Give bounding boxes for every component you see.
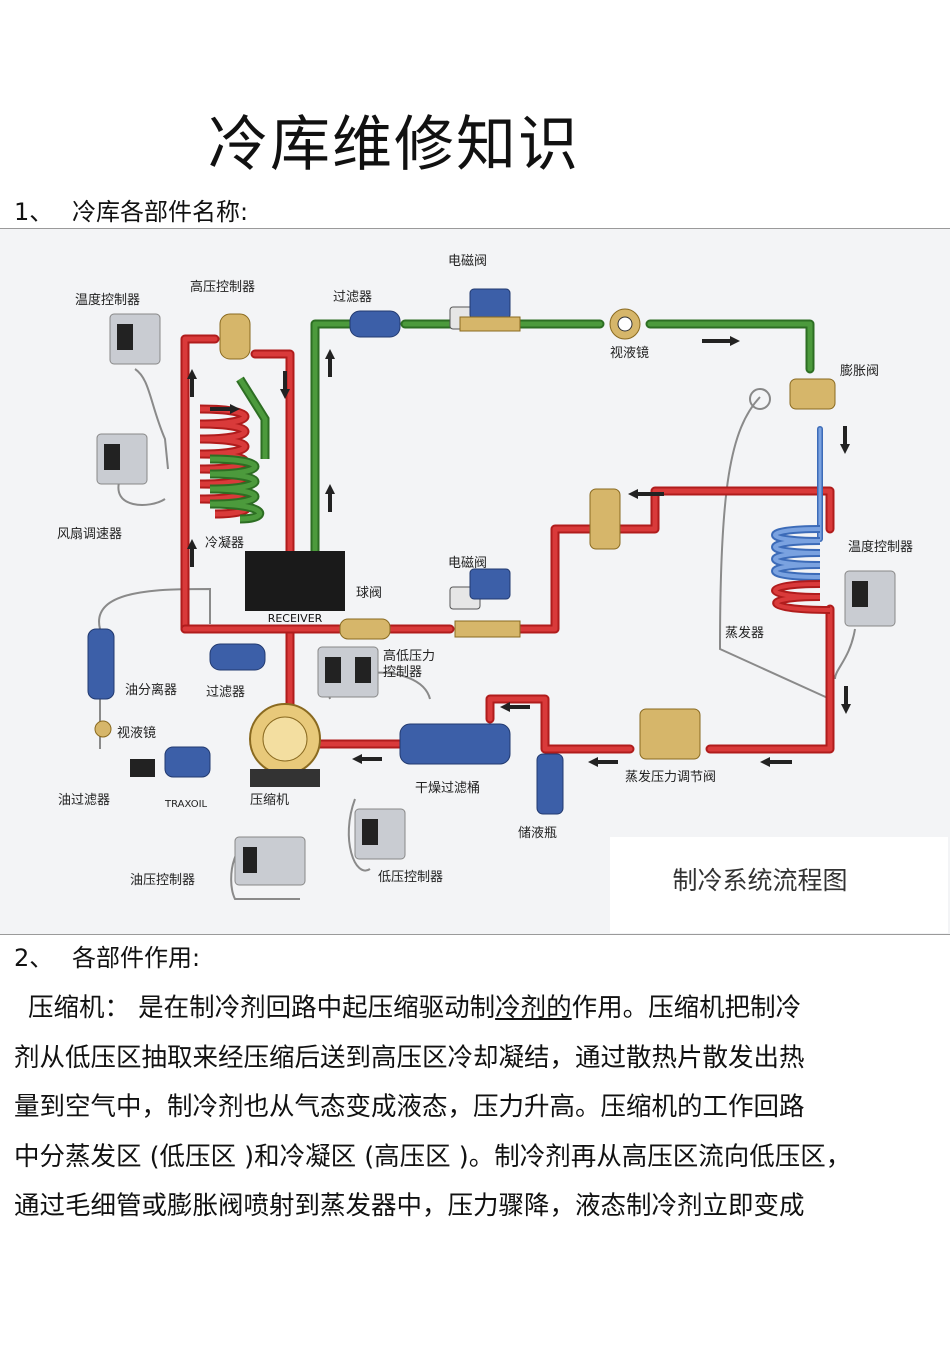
label-hlp-controller: 高低压力控制器: [383, 649, 436, 680]
label-expansion-valve: 膨胀阀: [840, 364, 879, 379]
section-2-number: 2、: [14, 944, 54, 972]
label-evap-pressure-valve: 蒸发压力调节阀: [625, 769, 716, 785]
body-line-4: 中分蒸发区 (低压区 )和冷凝区 (高压区 )。制冷剂再从高压区流向低压区，: [14, 1141, 852, 1172]
receiver-label: RECEIVER: [268, 612, 323, 625]
evaporator-coil: [771, 525, 831, 614]
condenser-coil: [199, 376, 270, 524]
body-paragraph: 压缩机： 是在制冷剂回路中起压缩驱动制冷剂的作用。压缩机把制冷 剂从低压区抽取来…: [14, 984, 934, 1232]
body-line-5: 通过毛细管或膨胀阀喷射到蒸发器中，压力骤降，液态制冷剂立即变成: [14, 1191, 805, 1221]
page-title: 冷库维修知识: [208, 110, 580, 180]
label-solenoid-top: 电磁阀: [448, 254, 487, 269]
label-oil-pressure-controller: 油压控制器: [130, 873, 195, 888]
refrigeration-diagram: RECEIVER: [0, 228, 950, 935]
label-lp-controller: 低压控制器: [378, 870, 443, 885]
label-filter-top: 过滤器: [333, 290, 372, 305]
label-ball-valve: 球阀: [356, 586, 382, 601]
label-condenser: 冷凝器: [205, 535, 244, 551]
section-2-heading: 2、各部件作用:: [14, 938, 200, 973]
body-line-2: 剂从低压区抽取来经压缩后送到高压区冷却凝结，通过散热片散发出热: [14, 1042, 805, 1073]
label-traxoil: TRAXOIL: [164, 799, 208, 810]
pipes: [180, 319, 835, 754]
label-sight-glass-top: 视液镜: [610, 346, 649, 361]
label-fan-speed-controller: 风扇调速器: [57, 526, 122, 542]
section-1-heading: 1、冷库各部件名称:: [14, 192, 248, 227]
section-2-title: 各部件作用:: [72, 944, 201, 972]
diagram-caption: 制冷系统流程图: [672, 866, 847, 895]
body-line-1-underlined: 冷剂的: [495, 993, 572, 1023]
label-evaporator: 蒸发器: [725, 625, 764, 641]
flow-arrows: [187, 336, 851, 767]
body-line-1a: 压缩机： 是在制冷剂回路中起压缩驱动制: [28, 993, 496, 1023]
label-hlp-controller-wrap: 高低压力控制器: [383, 649, 436, 680]
label-filter-mid: 过滤器: [206, 685, 245, 700]
body-line-1b: 作用。压缩机把制冷: [571, 993, 802, 1023]
label-accumulator: 储液瓶: [518, 826, 557, 841]
label-temp-controller-left: 温度控制器: [75, 292, 140, 308]
label-oil-separator: 油分离器: [125, 682, 177, 698]
label-dryer-filter: 干燥过滤桶: [415, 781, 480, 796]
label-temp-controller-right: 温度控制器: [848, 539, 913, 555]
controller-boxes: [96, 313, 896, 886]
label-hp-controller: 高压控制器: [190, 279, 255, 295]
receiver-tank: [245, 551, 345, 611]
label-compressor: 压缩机: [250, 792, 289, 808]
section-1-title: 冷库各部件名称:: [72, 198, 249, 226]
label-oil-filter: 油过滤器: [58, 793, 110, 808]
diagram-svg: RECEIVER: [57, 254, 948, 933]
body-line-1: 压缩机： 是在制冷剂回路中起压缩驱动制冷剂的作用。压缩机把制冷: [14, 984, 934, 1034]
label-sight-glass-left: 视液镜: [117, 726, 156, 741]
components: [87, 288, 836, 815]
caption-box: [610, 837, 948, 933]
label-solenoid-mid: 电磁阀: [448, 556, 487, 571]
body-line-3: 量到空气中，制冷剂也从气态变成液态，压力升高。压缩机的工作回路: [14, 1092, 805, 1122]
section-1-number: 1、: [14, 198, 54, 226]
